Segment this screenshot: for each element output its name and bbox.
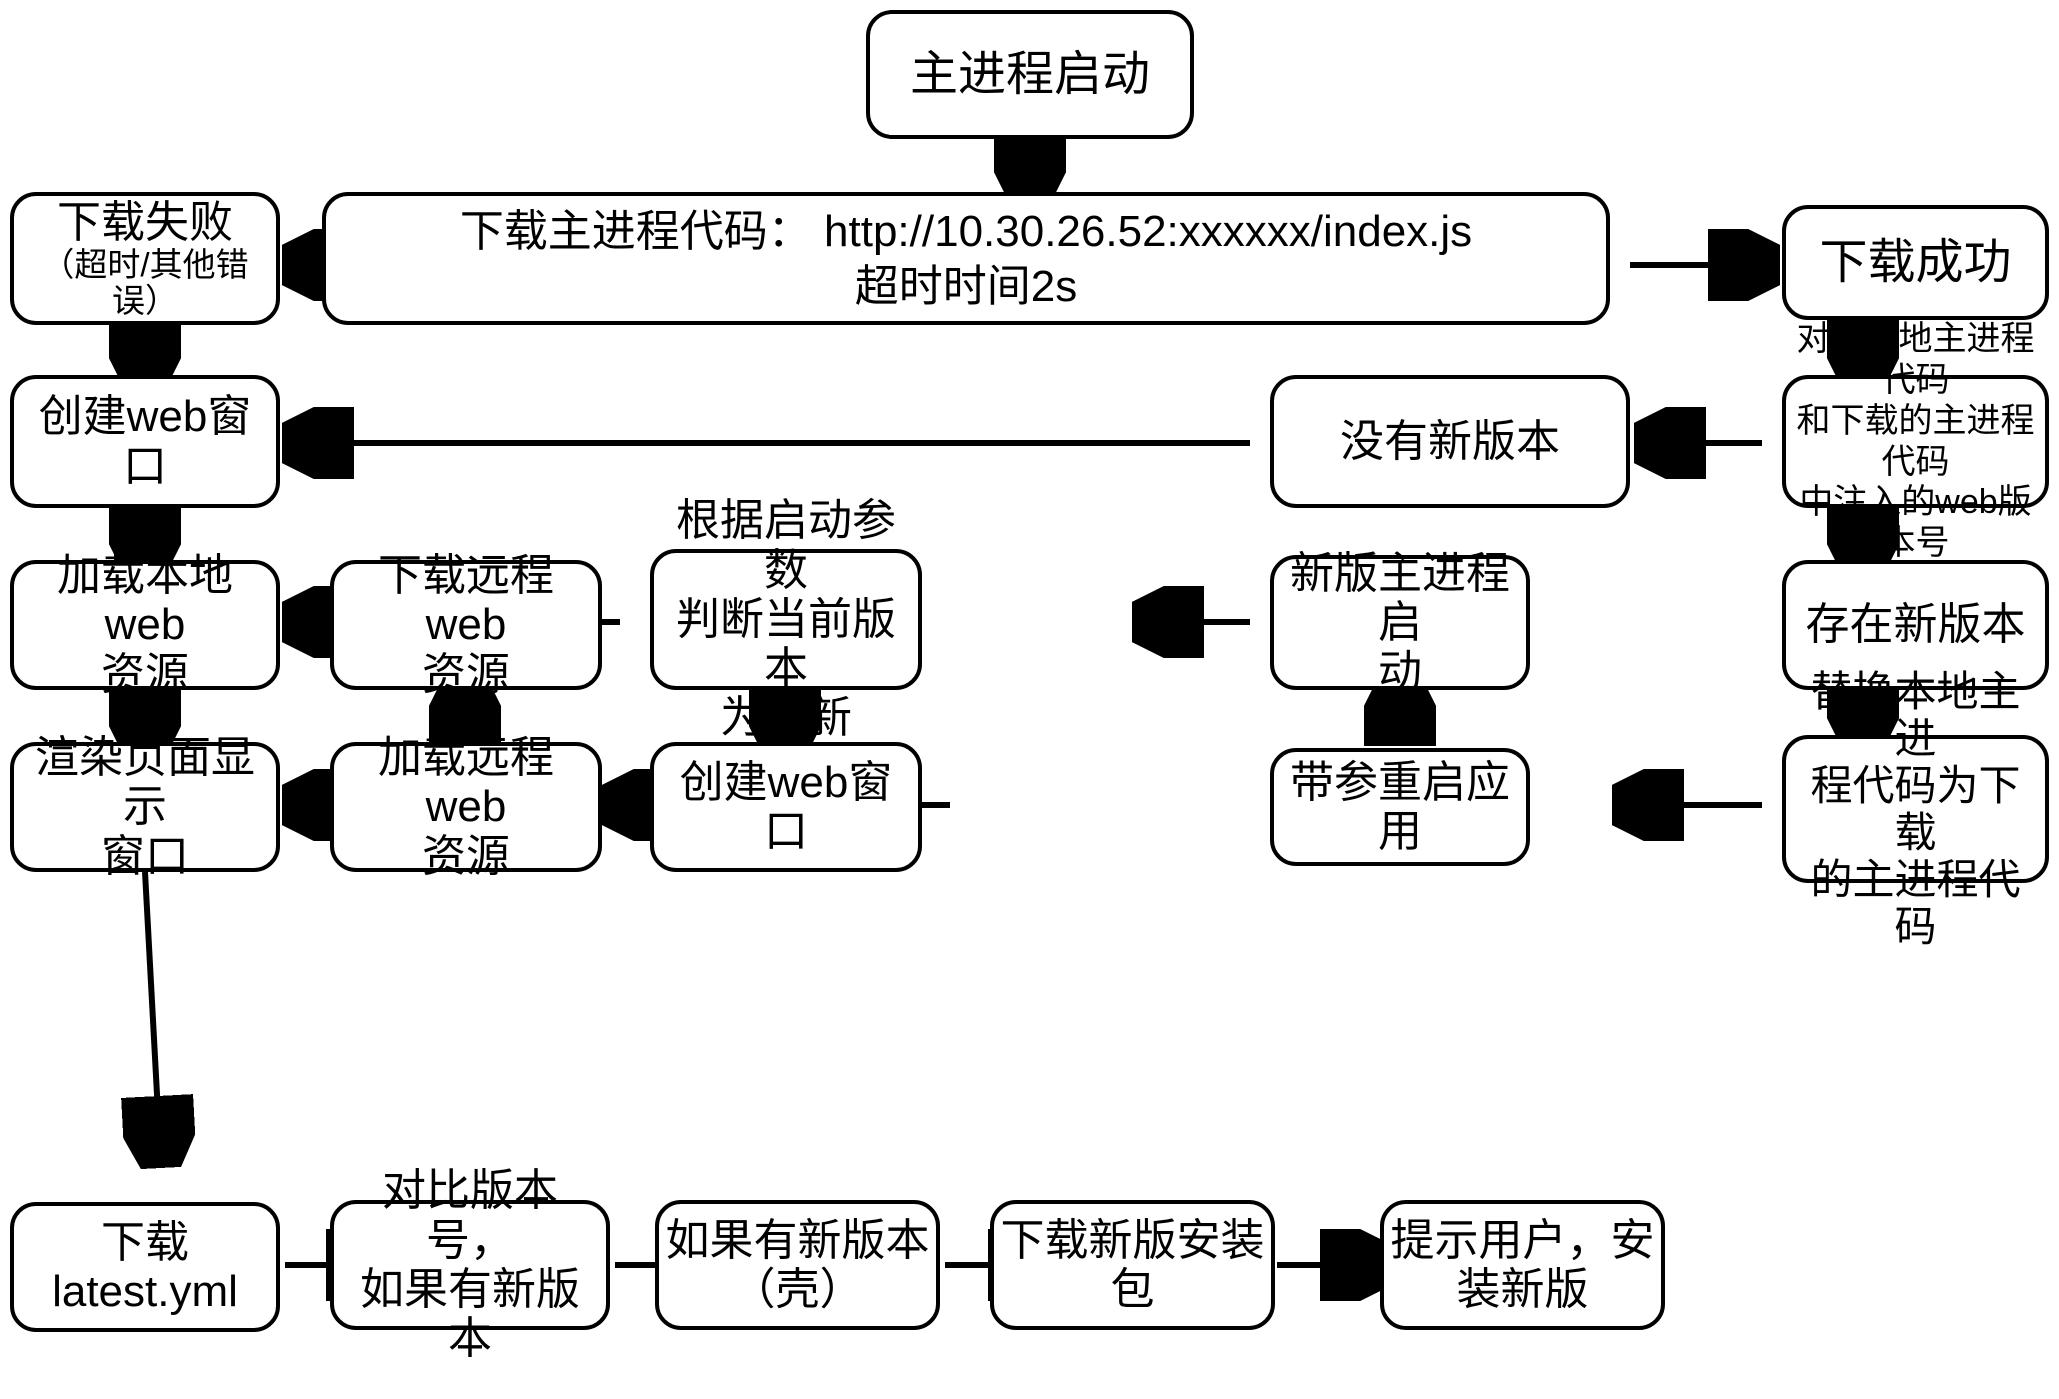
node-no-new-version[interactable]: 没有新版本 — [1270, 375, 1630, 508]
node-restart-with-args[interactable]: 带参重启应用 — [1270, 748, 1530, 866]
node-label: 下载成功 — [1819, 235, 2012, 289]
node-label: 带参重启应用 — [1290, 757, 1510, 856]
node-label: 加载远程web 资源 — [378, 733, 554, 881]
node-label: 渲染页面显示 窗口 — [35, 733, 255, 881]
node-has-new-version[interactable]: 存在新版本 — [1782, 560, 2049, 690]
node-new-main-process-start[interactable]: 新版主进程启 动 — [1270, 549, 1530, 696]
node-label: 创建web窗口 — [679, 757, 893, 856]
node-load-remote-web[interactable]: 加载远程web 资源 — [330, 733, 602, 881]
node-label: 下载latest.yml — [52, 1217, 238, 1316]
node-label: 对比版本号， 如果有新版本 — [360, 1166, 580, 1364]
node-label: 如果有新版本 （壳） — [665, 1215, 930, 1314]
node-label: 下载主进程代码： http://10.30.26.52:xxxxxx/index… — [459, 206, 1473, 311]
node-label: 存在新版本 — [1805, 600, 2026, 650]
node-compare-web-version[interactable]: 对比本地主进程代码 和下载的主进程代码 中注入的web版本号 — [1782, 320, 2049, 562]
node-label: 替换本地主进 程代码为下载 的主进程代码 — [1810, 667, 2021, 951]
node-label: 下载失败 — [57, 197, 233, 247]
node-download-latest-yml[interactable]: 下载latest.yml — [10, 1202, 280, 1332]
node-download-fail[interactable]: 下载失败 （超时/其他错误） — [10, 192, 280, 325]
node-download-new-installer[interactable]: 下载新版安装 包 — [990, 1200, 1275, 1330]
node-label: 主进程启动 — [909, 47, 1150, 101]
node-download-success[interactable]: 下载成功 — [1782, 205, 2049, 320]
node-compare-version-number[interactable]: 对比版本号， 如果有新版本 — [330, 1166, 610, 1363]
node-load-local-web[interactable]: 加载本地web 资源 — [10, 551, 280, 699]
node-label: 下载远程web 资源 — [378, 551, 554, 699]
node-render-page-window[interactable]: 渲染页面显示 窗口 — [10, 733, 280, 881]
node-main-process-start[interactable]: 主进程启动 — [866, 10, 1194, 139]
node-download-remote-web[interactable]: 下载远程web 资源 — [330, 551, 602, 699]
node-sublabel: （超时/其他错误） — [41, 245, 249, 320]
node-label: 提示用户，安 装新版 — [1390, 1215, 1655, 1314]
node-prompt-user-install[interactable]: 提示用户，安 装新版 — [1380, 1200, 1665, 1330]
node-label: 没有新版本 — [1340, 416, 1560, 466]
node-label: 加载本地web 资源 — [57, 551, 233, 699]
node-label: 创建web窗口 — [38, 392, 252, 491]
node-judge-current-latest[interactable]: 根据启动参数 判断当前版本 为最新 — [650, 496, 922, 742]
node-label: 新版主进程启 动 — [1290, 548, 1510, 697]
node-if-new-version-shell[interactable]: 如果有新版本 （壳） — [655, 1200, 940, 1330]
node-replace-local-main-code[interactable]: 替换本地主进 程代码为下载 的主进程代码 — [1782, 668, 2049, 950]
node-label: 对比本地主进程代码 和下载的主进程代码 中注入的web版本号 — [1796, 320, 2035, 563]
node-create-web-window-mid[interactable]: 创建web窗口 — [650, 742, 922, 872]
node-download-main-code[interactable]: 下载主进程代码： http://10.30.26.52:xxxxxx/index… — [322, 192, 1610, 325]
node-create-web-window-left[interactable]: 创建web窗口 — [10, 375, 280, 508]
node-label: 根据启动参数 判断当前版本 为最新 — [676, 496, 896, 743]
node-label: 下载新版安装 包 — [1000, 1215, 1265, 1314]
